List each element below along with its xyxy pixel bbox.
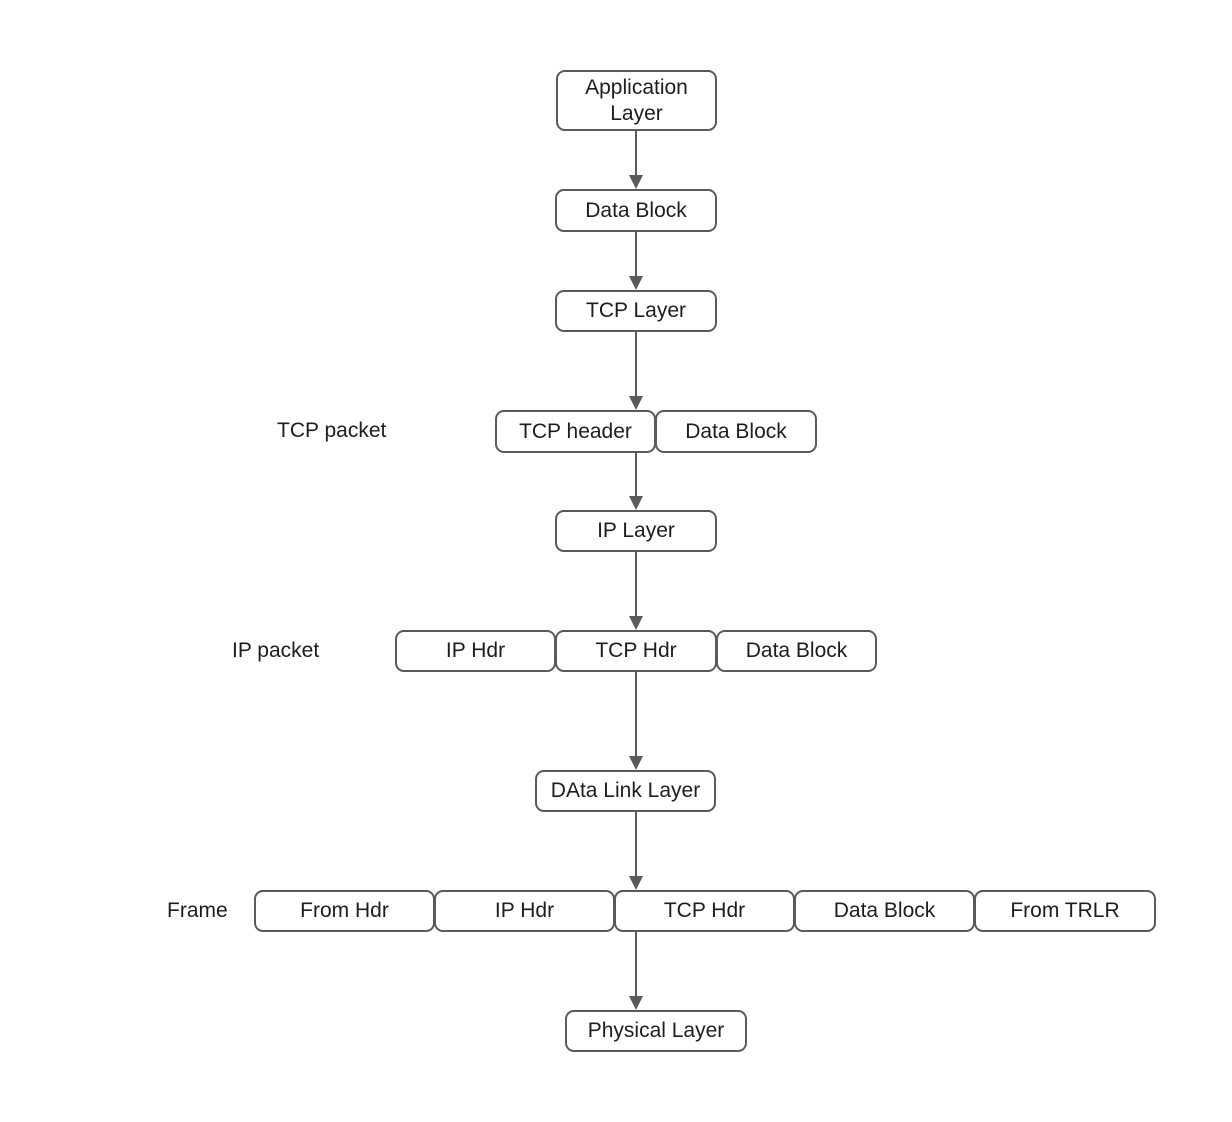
label-frame: Frame	[167, 899, 228, 922]
arrow-tcplayer-to-tcppacket	[626, 331, 646, 410]
ip-packet-field-tcp-hdr[interactable]: TCP Hdr	[555, 630, 717, 672]
arrow-iplayer-to-ippacket	[626, 551, 646, 630]
tcp-packet-field-tcp-header[interactable]: TCP header	[495, 410, 656, 453]
ip-packet-row: IP Hdr TCP Hdr Data Block	[395, 630, 877, 672]
label-tcp-packet: TCP packet	[277, 419, 387, 442]
arrow-frame-to-physicallayer	[626, 931, 646, 1010]
frame-field-from-hdr[interactable]: From Hdr	[254, 890, 435, 932]
node-ip-layer[interactable]: IP Layer	[555, 510, 717, 552]
ip-packet-field-ip-hdr[interactable]: IP Hdr	[395, 630, 556, 672]
arrow-datablock-to-tcplayer	[626, 232, 646, 290]
frame-row: From Hdr IP Hdr TCP Hdr Data Block From …	[254, 890, 1156, 932]
node-data-block[interactable]: Data Block	[555, 189, 717, 232]
arrow-tcppacket-to-iplayer	[626, 452, 646, 510]
node-application-layer[interactable]: Application Layer	[556, 70, 717, 131]
frame-field-ip-hdr[interactable]: IP Hdr	[434, 890, 615, 932]
tcp-packet-field-data-block[interactable]: Data Block	[655, 410, 817, 453]
node-data-link-layer[interactable]: DAta Link Layer	[535, 770, 716, 812]
arrow-datalinklayer-to-frame	[626, 811, 646, 890]
arrow-ippacket-to-datalinklayer	[626, 671, 646, 770]
tcp-packet-row: TCP header Data Block	[495, 410, 818, 453]
frame-field-from-trlr[interactable]: From TRLR	[974, 890, 1156, 932]
arrow-application-to-datablock	[626, 131, 646, 189]
label-ip-packet: IP packet	[232, 639, 320, 662]
node-physical-layer[interactable]: Physical Layer	[565, 1010, 747, 1052]
frame-field-data-block[interactable]: Data Block	[794, 890, 975, 932]
node-tcp-layer[interactable]: TCP Layer	[555, 290, 717, 332]
frame-field-tcp-hdr[interactable]: TCP Hdr	[614, 890, 795, 932]
ip-packet-field-data-block[interactable]: Data Block	[716, 630, 877, 672]
